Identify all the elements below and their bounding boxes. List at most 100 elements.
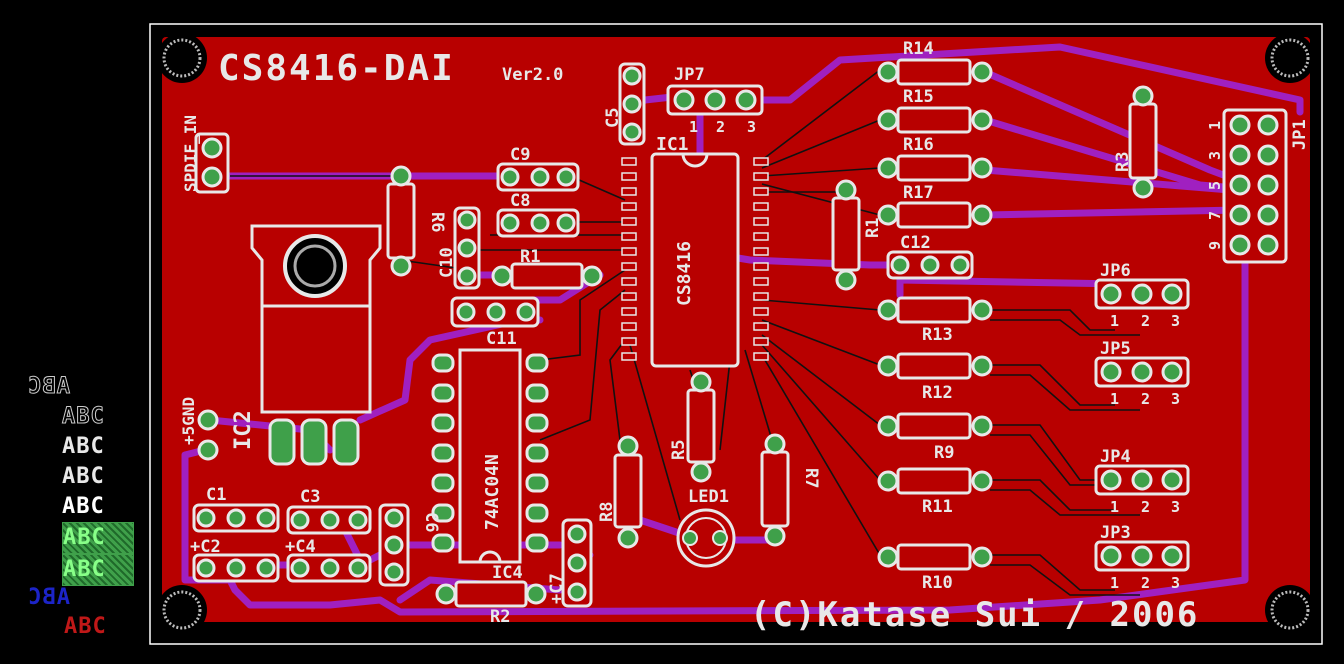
label-c6: C6: [421, 512, 441, 532]
legend-item-green-1[interactable]: ABC: [62, 522, 134, 554]
label-r1-vertical: R1: [863, 218, 883, 238]
legend-mirrored-top: ABC: [27, 374, 71, 400]
board-outline: [149, 23, 1323, 645]
label-cs8416: CS8416: [674, 241, 695, 306]
jp5-pin2: 2: [1141, 390, 1150, 408]
jp7-pin3: 3: [747, 118, 756, 136]
jp6-pin1: 1: [1110, 312, 1119, 330]
ic1-pin-l-13: [621, 337, 637, 346]
label-c11: C11: [486, 329, 517, 349]
label-c7: +C7: [547, 573, 567, 604]
ic1-pin-l-11: [621, 307, 637, 316]
ic4-pin-l-1: [431, 353, 455, 373]
label-74ac04: 74AC04N: [482, 454, 503, 530]
label-jp5: JP5: [1100, 339, 1131, 359]
jp1-pin7: 7: [1206, 211, 1224, 220]
ic1-pin-r-8: [753, 262, 769, 271]
board-copyright: (C)Katase Sui / 2006: [750, 595, 1199, 635]
label-jp7: JP7: [674, 65, 705, 85]
ic4-pin-l-3: [431, 413, 455, 433]
layer-legend-items: ABC ABC ABC ABC ABC ABC: [62, 402, 134, 586]
jp7-pin2: 2: [716, 118, 725, 136]
ic4-pin-l-6: [431, 503, 455, 523]
label-c12: C12: [900, 233, 931, 253]
ic4-pin-r-7: [525, 533, 549, 553]
ic1-pin-r-11: [753, 307, 769, 316]
jp3-pin3: 3: [1171, 574, 1180, 592]
ic1-pin-l-14: [621, 352, 637, 361]
ic4-pin-r-1: [525, 353, 549, 373]
ic1-pin-l-1: [621, 157, 637, 166]
ic4-pin-r-4: [525, 443, 549, 463]
legend-item-white[interactable]: ABC: [62, 494, 105, 519]
label-c4: +C4: [285, 537, 316, 557]
label-r12: R12: [922, 383, 953, 403]
legend-mirrored-bottom: ABC: [27, 585, 70, 610]
label-c2: +C2: [190, 537, 221, 557]
jp6-pin2: 2: [1141, 312, 1150, 330]
label-r17: R17: [903, 183, 934, 203]
ic4-pin-r-6: [525, 503, 549, 523]
label-spdif-in: SPDIF_IN: [181, 115, 200, 192]
ic1-pin-r-6: [753, 232, 769, 241]
ic1-pin-r-3: [753, 187, 769, 196]
ic1-pin-l-5: [621, 217, 637, 226]
label-r9: R9: [934, 443, 954, 463]
ic4-pin-l-4: [431, 443, 455, 463]
ic1-pin-l-9: [621, 277, 637, 286]
label-jp3: JP3: [1100, 523, 1131, 543]
ic4-pin-l-7: [431, 533, 455, 553]
ic2-regulator: [250, 224, 382, 466]
label-r13: R13: [922, 325, 953, 345]
legend-item-green-2[interactable]: ABC: [62, 554, 134, 586]
ic1-cs8416: [621, 152, 769, 368]
ic4-pin-r-3: [525, 413, 549, 433]
ic1-pin-r-5: [753, 217, 769, 226]
led1: [676, 508, 736, 568]
legend-item-silk-1[interactable]: ABC: [62, 434, 105, 459]
label-ic4: IC4: [492, 563, 523, 583]
label-ic1: IC1: [656, 134, 689, 155]
jp7-pin1: 1: [689, 118, 698, 136]
label-5v-gnd: +5GND: [179, 397, 198, 445]
jp4-pin2: 2: [1141, 498, 1150, 516]
label-c5: C5: [603, 108, 623, 128]
label-r2: R2: [490, 607, 510, 627]
label-c3: C3: [300, 487, 320, 507]
legend-red: ABC: [64, 614, 107, 639]
top-traces: [230, 69, 1140, 596]
label-led1: LED1: [688, 487, 729, 507]
ic1-pin-r-4: [753, 202, 769, 211]
label-r3: R3: [1113, 152, 1133, 172]
jp5-pin3: 3: [1171, 390, 1180, 408]
ic1-pin-r-13: [753, 337, 769, 346]
legend-item-silk-2[interactable]: ABC: [62, 464, 105, 489]
ic1-pin-r-10: [753, 292, 769, 301]
pin-numbers: 1 2 3 1 2 3 1 2 3 1 2 3 1 2 3 1 3 5 7 9: [689, 118, 1224, 592]
label-r15: R15: [903, 87, 934, 107]
ic4-pin-r-5: [525, 473, 549, 493]
ic1-pin-r-7: [753, 247, 769, 256]
mounting-holes: [157, 33, 1315, 635]
jp4-pin1: 1: [1110, 498, 1119, 516]
board-version: Ver2.0: [502, 65, 563, 85]
ic1-pin-l-8: [621, 262, 637, 271]
label-r8: R8: [597, 502, 617, 522]
board-title: CS8416-DAI: [218, 48, 455, 89]
label-jp1: JP1: [1290, 119, 1310, 150]
ic1-pin-l-6: [621, 232, 637, 241]
ic1-pin-l-3: [621, 187, 637, 196]
ic1-pin-r-1: [753, 157, 769, 166]
ic1-pin-l-12: [621, 322, 637, 331]
ic1-pin-l-10: [621, 292, 637, 301]
jp5-pin1: 1: [1110, 390, 1119, 408]
jp1-pin3: 3: [1206, 151, 1224, 160]
jp1-pin9: 9: [1206, 241, 1224, 250]
capacitor-pads: [192, 62, 974, 608]
ic1-pin-r-9: [753, 277, 769, 286]
ic1-pin-r-14: [753, 352, 769, 361]
legend-item-outline[interactable]: ABC: [62, 404, 105, 430]
jumper-headers: [194, 84, 1288, 572]
jp3-pin1: 1: [1110, 574, 1119, 592]
